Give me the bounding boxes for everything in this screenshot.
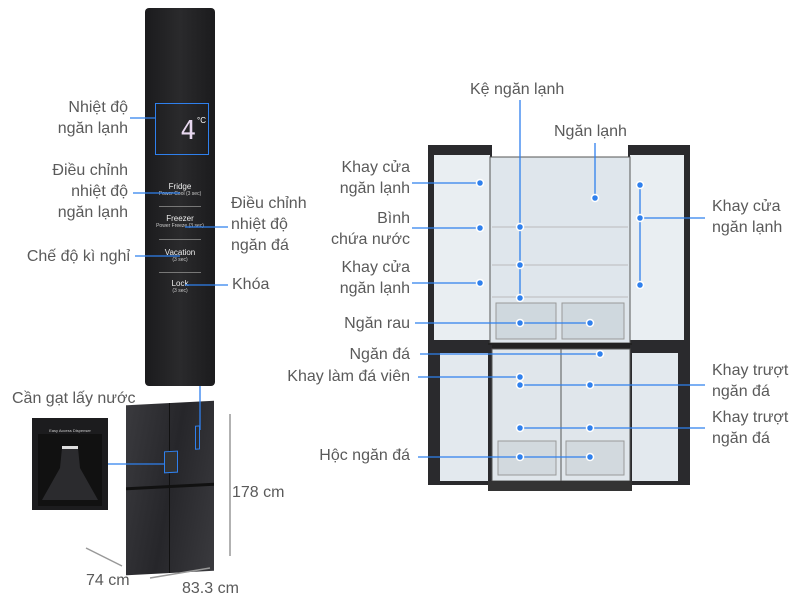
temperature-value: 4 (180, 116, 196, 146)
fridge-open-image (428, 145, 690, 497)
label-fridge-temp: Nhiệt độ ngăn lạnh (57, 99, 128, 137)
label-door-tray-1: Khay cửa ngăn lạnh (339, 159, 410, 197)
lock-button[interactable]: Lock(3 sec) (145, 279, 215, 294)
label-freezer-drawer: Hộc ngăn đá (319, 447, 410, 464)
label-fridge: Ngăn lạnh (554, 123, 627, 140)
dimension-width: 83.3 cm (182, 580, 239, 597)
dispenser-text: Easy Access Dispenser (49, 428, 91, 433)
divider (159, 206, 201, 207)
freezer-button-label: Freezer (166, 214, 194, 223)
vacation-button-label: Vacation (164, 248, 196, 257)
label-door-tray-2: Khay cửa ngăn lạnh (339, 259, 410, 297)
label-adjust-freezer: Điều chỉnh nhiệt độ ngăn đá (231, 195, 307, 254)
lock-button-label: Lock (171, 279, 189, 288)
vacation-button-sub: (3 sec) (172, 257, 188, 263)
fridge-exterior-image (126, 400, 214, 576)
freezer-button-sub: Power Freeze (3 sec) (156, 223, 204, 229)
label-slide-tray-2: Khay trượt ngăn đá (712, 409, 789, 447)
label-door-tray-right: Khay cửa ngăn lạnh (712, 198, 783, 236)
temperature-unit: °C (197, 116, 206, 125)
label-ice-tray: Khay làm đá viên (287, 368, 410, 385)
temperature-display: 4 °C (155, 103, 209, 155)
fridge-button-label: Fridge (168, 182, 192, 191)
divider (159, 272, 201, 273)
dimension-height: 178 cm (232, 484, 285, 501)
label-water-tank: Bình chứa nước (330, 210, 410, 248)
label-water-lever: Cần gạt lấy nước (12, 390, 136, 407)
fridge-button-sub: Power Cool (3 sec) (158, 191, 202, 197)
vacation-button[interactable]: Vacation(3 sec) (145, 248, 215, 263)
label-adjust-fridge: Điều chỉnh nhiệt độ ngăn lạnh (52, 162, 128, 221)
dimension-depth: 74 cm (86, 572, 130, 589)
divider (159, 239, 201, 240)
label-freezer: Ngăn đá (349, 346, 411, 363)
label-lock: Khóa (232, 276, 270, 293)
lock-button-sub: (3 sec) (172, 288, 188, 294)
label-shelf: Kệ ngăn lạnh (470, 81, 565, 98)
label-vacation: Chế độ kì nghỉ (26, 248, 130, 265)
label-slide-tray-1: Khay trượt ngăn đá (712, 362, 789, 400)
dispenser-image: Easy Access Dispenser (32, 418, 108, 510)
label-crisper: Ngăn rau (344, 315, 410, 332)
